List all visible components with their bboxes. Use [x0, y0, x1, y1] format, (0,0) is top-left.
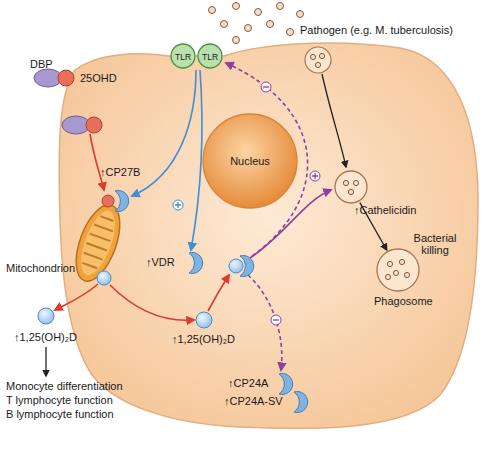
- pathogen-dot: [343, 180, 348, 185]
- vitamin-d-molecule: [86, 117, 102, 133]
- pathogen-dot: [387, 261, 392, 266]
- pathogen-dot: [221, 21, 228, 28]
- vitamin-d-molecule: [97, 271, 111, 285]
- pathogen-dot: [385, 274, 390, 279]
- minus-sign: [263, 86, 269, 87]
- inhibition-symbol: [271, 315, 281, 325]
- pathogen-dot: [404, 272, 409, 277]
- molecule-label: 25OHD: [80, 72, 117, 85]
- node-shape: [171, 44, 195, 68]
- regulation-arrows: [226, 63, 331, 370]
- vitamin-d-molecule: [58, 70, 74, 86]
- pathogen-dot: [348, 189, 353, 194]
- protein-label: DBP: [30, 58, 53, 71]
- molecule-label: ↑1,25(OH)₂D: [14, 331, 77, 344]
- plus-sign: [175, 202, 181, 208]
- pathogen-dot: [233, 3, 240, 10]
- pathogen-dot: [255, 9, 262, 16]
- symbol-circle: [173, 200, 183, 210]
- pathogen-dot: [310, 54, 315, 59]
- vesicle-circle: ↑Cathelicidin: [334, 170, 368, 204]
- enzyme-label: ↑CP24A: [228, 377, 268, 390]
- node-shape: [198, 44, 222, 68]
- pathogen-dot: [393, 270, 398, 275]
- mitochondrion-outer: [67, 199, 128, 286]
- symbol-circle: [261, 82, 271, 92]
- symbol-circle: [310, 171, 320, 181]
- mitochondrion-inner: [74, 207, 122, 280]
- stimulation-symbol: [173, 200, 183, 210]
- pathogen-dot: [209, 7, 216, 14]
- pathway-arrow: [55, 284, 98, 310]
- effect-label: B lymphocyte function: [6, 408, 114, 421]
- receptor-circle: TLR: [197, 43, 223, 69]
- pathogen-dot: [315, 62, 320, 67]
- pathogen-dot: [267, 21, 274, 28]
- receptor-label: ↑VDR: [146, 256, 175, 269]
- connector-arrow: [360, 203, 387, 250]
- pathogen-dot: [297, 11, 304, 18]
- receptor-circle: TLR: [170, 43, 196, 69]
- node-text: Bacterial killing: [410, 232, 460, 256]
- mitochondrion-cristae: [79, 215, 117, 270]
- pathway-arrow: [208, 275, 229, 311]
- nucleus-circle: Nucleus: [202, 113, 298, 209]
- vitamin-d-molecule: [38, 308, 54, 324]
- phagosome-circle: Bacterial killingPhagosome: [376, 248, 420, 292]
- pathway-arrow: [45, 347, 46, 376]
- effect-label: Monocyte differentiation: [6, 380, 123, 393]
- stimulation-symbol: [310, 171, 320, 181]
- node-text: ↑Cathelicidin: [354, 204, 416, 216]
- node-outline: [376, 248, 420, 292]
- node-text: Phagosome: [374, 295, 433, 307]
- pathway-arrow: [110, 285, 194, 320]
- pathway-arrow: [132, 70, 196, 196]
- node-text: TLR: [197, 51, 223, 63]
- feedback-arrow: [248, 275, 282, 370]
- vitamin-d-molecule: [196, 312, 212, 328]
- node-shape: [377, 249, 419, 291]
- enzyme-label: ↑CP27B: [100, 166, 140, 179]
- node-outline: [334, 170, 368, 204]
- receptor-crescent: [189, 253, 203, 274]
- signalling-arrows: [132, 70, 202, 250]
- pathway-arrow: [90, 134, 104, 190]
- enzyme-crescent: [115, 191, 129, 212]
- transport-arrows: [46, 74, 346, 376]
- enzyme-crescent: [279, 374, 293, 395]
- molecule-label: ↑1,25(OH)₂D: [172, 333, 235, 346]
- pathogen-label: Pathogen (e.g. M. tuberculosis): [300, 24, 453, 37]
- pathogen-dot: [319, 53, 324, 58]
- pathogen-dot: [287, 29, 294, 36]
- effect-label: T lymphocyte function: [6, 394, 113, 407]
- organelle-label: Mitochondrion: [6, 262, 75, 275]
- node-text: Nucleus: [202, 155, 298, 167]
- pathway-arrow: [191, 70, 202, 250]
- mitochondrion-organelle: [67, 199, 128, 286]
- plus-sign: [312, 173, 318, 179]
- node-shape: [335, 171, 367, 203]
- node-text: TLR: [170, 51, 196, 63]
- pathway-arrow: [322, 74, 346, 167]
- pathogen-dot: [233, 37, 240, 44]
- inhibition-symbol: [261, 82, 271, 92]
- pathogen-cluster: [209, 3, 304, 44]
- vitamin-d-molecule: [102, 195, 114, 207]
- endocytic-vesicle: [305, 47, 331, 73]
- enzyme-label: ↑CP24A-SV: [224, 395, 283, 408]
- vitamin-d-molecule: [229, 259, 243, 273]
- symbol-circle: [271, 315, 281, 325]
- pathogen-dot: [277, 3, 284, 10]
- node-shape: [203, 114, 297, 208]
- enzyme-crescent: [294, 392, 308, 413]
- pathogen-dot: [399, 259, 404, 264]
- pathogen-dot: [245, 25, 252, 32]
- pathogen-dot: [353, 180, 358, 185]
- minus-sign: [273, 319, 279, 320]
- cell-membrane: [59, 43, 478, 429]
